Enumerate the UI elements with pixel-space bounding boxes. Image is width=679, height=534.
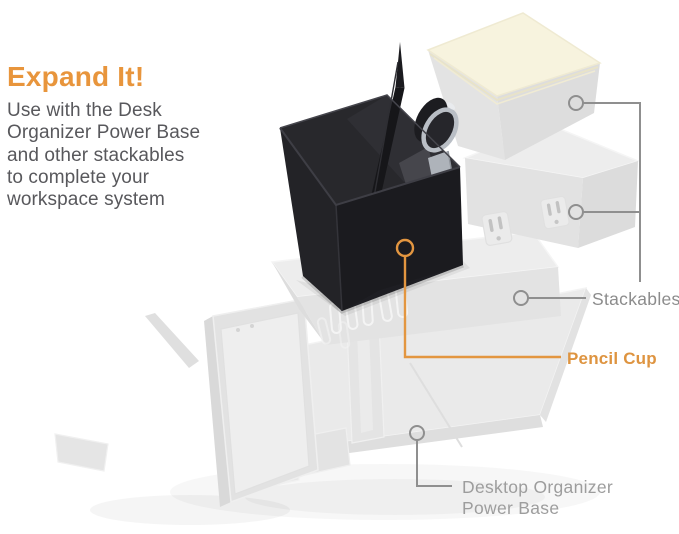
pencil-cup bbox=[279, 42, 463, 312]
sticky-note-module-ghost bbox=[426, 12, 602, 160]
callout-power-base bbox=[409, 425, 452, 487]
intro-block: Expand It! Use with the Desk Organizer P… bbox=[7, 62, 239, 211]
phone-stand-ghost bbox=[54, 298, 385, 507]
label-power-base: Desktop Organizer Power Base bbox=[462, 477, 613, 518]
sticky-notes-ghost bbox=[426, 12, 602, 97]
phone-ghost bbox=[220, 312, 310, 495]
power-outlet bbox=[540, 195, 570, 230]
headline: Expand It! bbox=[7, 61, 145, 92]
label-pencil-cup: Pencil Cup bbox=[567, 349, 657, 368]
cup-left-face bbox=[280, 128, 342, 311]
label-stackables: Stackables bbox=[592, 289, 679, 309]
callout-pencil-cup bbox=[395, 238, 561, 359]
outlet-module-ghost bbox=[462, 123, 641, 248]
pen bbox=[366, 42, 405, 222]
power-outlet bbox=[481, 211, 513, 246]
stylus-ghost bbox=[145, 313, 199, 368]
callout-stackables bbox=[513, 95, 641, 306]
intro-text: Use with the Desk Organizer Power Base a… bbox=[7, 100, 201, 211]
floor-shadow bbox=[90, 495, 290, 525]
